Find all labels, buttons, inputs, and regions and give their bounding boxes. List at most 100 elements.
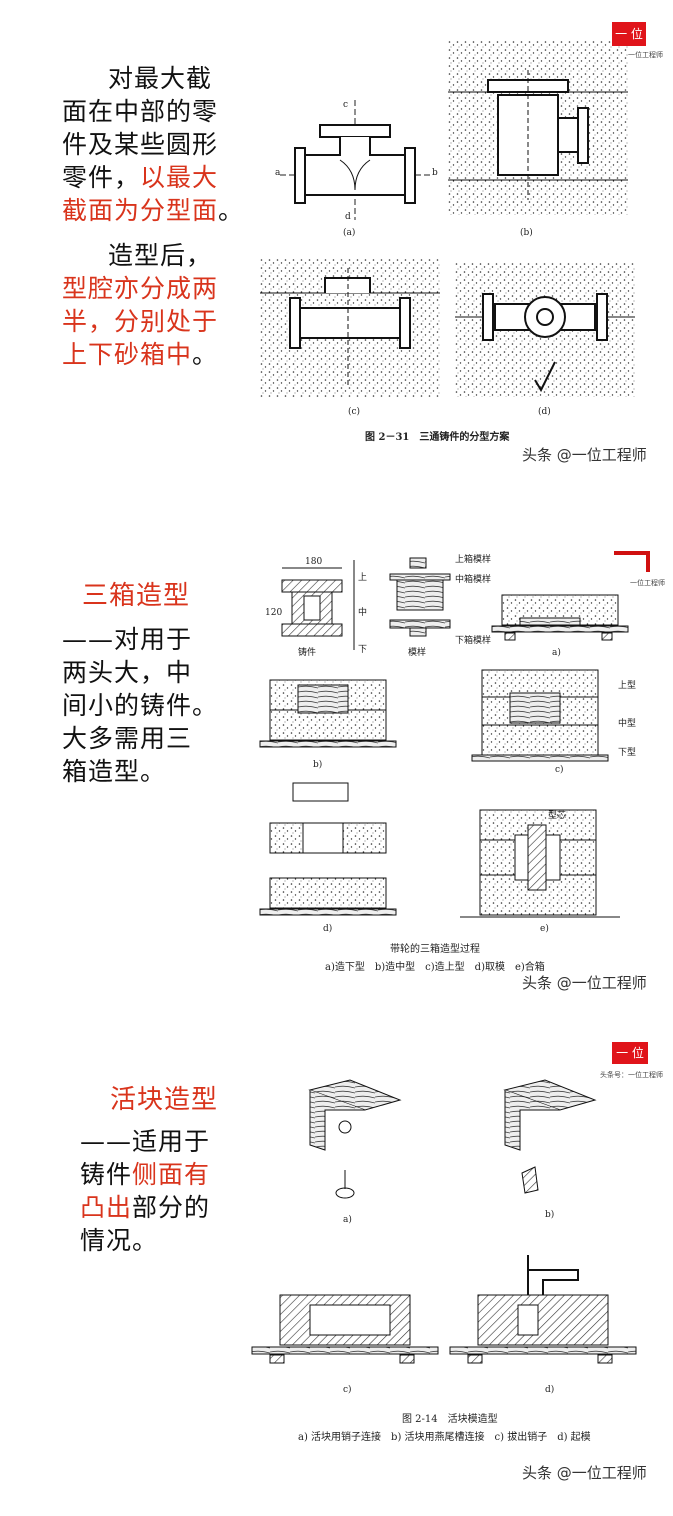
text-line: 凸出部分的 — [80, 1191, 210, 1224]
text-line: 对最大截 — [62, 62, 244, 95]
fig-label-d: (d) — [538, 407, 551, 417]
logo-text: 一 位 — [616, 1046, 644, 1060]
highlight-text: 凸出 — [80, 1193, 133, 1222]
highlight-text: 型腔亦分成两 — [62, 274, 219, 303]
pattern-diagram — [389, 557, 451, 637]
slide-parting-surface: 对最大截面在中部的零件及某些圆形零件，以最大截面为分型面。造型后，型腔亦分成两半… — [0, 0, 673, 480]
logo-subtitle: 一位工程师 — [630, 579, 665, 587]
text-line: 情况。 — [80, 1224, 210, 1257]
text-line: ——对用于 — [62, 625, 193, 654]
highlight-text: 以最大 — [140, 163, 219, 192]
mold-step-d — [259, 782, 397, 916]
mold-diagram-c — [260, 258, 440, 398]
text-line: ——适用于 — [80, 1125, 210, 1158]
level-middle: 中 — [358, 608, 368, 618]
text-line: 半，分别处于 — [62, 305, 244, 338]
loose-piece-dovetail-diagram-b — [503, 1079, 597, 1194]
fig-label-b: b) — [545, 1210, 555, 1220]
step-label-d: d) — [323, 924, 333, 934]
figure-caption: 图 2-14 活块模造型 — [402, 1414, 498, 1425]
text-line: 铸件侧面有 — [80, 1158, 210, 1191]
fig-label-d: d) — [545, 1385, 555, 1395]
slide-loose-piece-molding: 活块造型 ——适用于铸件侧面有凸出部分的情况。 a) b) c) d) 图 2-… — [0, 1030, 673, 1516]
axis-label-a: a — [275, 168, 281, 178]
author-credit: 头条 @一位工程师 — [522, 1464, 647, 1482]
text-line: 上下砂箱中。 — [62, 338, 244, 371]
highlight-text: 侧面有 — [132, 1160, 211, 1189]
step-label-e: e) — [540, 924, 549, 934]
middle-pattern-label: 中箱模样 — [455, 575, 492, 585]
text-span: ——适用于 — [80, 1127, 211, 1156]
figure-subcaption: a) 活块用销子连接 b) 活块用燕尾槽连接 c) 拔出销子 d) 起模 — [298, 1432, 591, 1443]
text-line: 零件，以最大 — [62, 161, 244, 194]
corner-mark — [614, 551, 650, 572]
slide-three-box-molding: 三箱造型 ——对用于两头大，中间小的铸件。大多需用三箱造型。 180 120 上… — [0, 520, 673, 1000]
logo-text: 一 位 — [615, 27, 643, 41]
mold-diagram-b — [448, 40, 628, 215]
text-span: 。 — [218, 196, 245, 225]
logo-subtitle: 头条号：一位工程师 — [600, 1071, 663, 1079]
figure-subcaption: a)造下型 b)造中型 c)造上型 d)取模 e)合箱 — [325, 962, 545, 973]
step-label-a: a) — [552, 648, 561, 658]
mold-step-a — [491, 594, 629, 641]
axis-label-c: c — [343, 100, 349, 110]
text-span: 铸件 — [80, 1160, 133, 1189]
axis-label-d: d — [345, 212, 351, 222]
fig-label-c: (c) — [348, 407, 361, 417]
axis-label-b: b — [432, 168, 438, 178]
step-label-c: c) — [555, 765, 564, 775]
text-span: 造型后， — [108, 241, 213, 270]
fig-label-c: c) — [343, 1385, 352, 1395]
text-line: 间小的铸件。 — [62, 691, 219, 720]
text-line: 面在中部的零 — [62, 95, 244, 128]
draw-pattern-diagram-d — [449, 1255, 637, 1364]
text-span: 件及某些圆形 — [62, 130, 219, 159]
tee-casting-diagram-a — [280, 100, 430, 220]
logo-subtitle: 一位工程师 — [628, 51, 663, 59]
upper-mold-label: 上型 — [618, 681, 637, 691]
text-span: 零件， — [62, 163, 141, 192]
casting-label: 铸件 — [298, 648, 317, 658]
loose-piece-pin-diagram-a — [308, 1079, 402, 1199]
fig-label-b: (b) — [520, 228, 533, 238]
figure-caption: 带轮的三箱造型过程 — [390, 944, 480, 955]
lower-mold-label: 下型 — [618, 748, 637, 758]
fig-label-a: a) — [343, 1215, 352, 1225]
core-label: 型芯 — [548, 811, 567, 821]
casting-section-diagram — [281, 560, 355, 650]
pattern-label: 模样 — [408, 648, 427, 658]
mold-step-c — [471, 669, 609, 762]
text-line: 两头大，中 — [62, 658, 193, 687]
middle-mold-label: 中型 — [618, 719, 637, 729]
text-span: 部分的 — [132, 1193, 211, 1222]
fig-label-a: (a) — [343, 228, 356, 238]
text-span: 面在中部的零 — [62, 97, 219, 126]
text-line: 型腔亦分成两 — [62, 272, 244, 305]
highlight-text: 截面为分型面 — [62, 196, 219, 225]
figure-caption: 图 2－31 三通铸件的分型方案 — [365, 432, 510, 443]
author-credit: 头条 @一位工程师 — [522, 974, 647, 992]
dim-width: 180 — [305, 557, 323, 567]
mold-step-e — [460, 809, 620, 918]
dim-height: 120 — [265, 608, 283, 618]
slide2-text: ——对用于两头大，中间小的铸件。大多需用三箱造型。 — [62, 623, 218, 788]
remove-pin-diagram-c — [251, 1294, 439, 1364]
text-line: 箱造型。 — [62, 757, 167, 786]
author-credit: 头条 @一位工程师 — [522, 446, 647, 464]
slide3-title: 活块造型 — [110, 1085, 219, 1115]
text-line: 截面为分型面。 — [62, 194, 244, 227]
logo: 一 位 — [612, 1042, 648, 1064]
text-line: 件及某些圆形 — [62, 128, 244, 161]
slide3-text: ——适用于铸件侧面有凸出部分的情况。 — [80, 1125, 210, 1257]
text-line: 造型后， — [62, 239, 244, 272]
level-upper: 上 — [358, 573, 368, 583]
logo: 一 位 — [612, 22, 646, 46]
mold-step-b — [259, 679, 397, 748]
lower-pattern-label: 下箱模样 — [455, 636, 492, 646]
step-label-b: b) — [313, 760, 323, 770]
slide2-title: 三箱造型 — [82, 581, 191, 611]
level-lower: 下 — [358, 645, 368, 655]
highlight-text: 上下砂箱中 — [62, 340, 193, 369]
text-span: 情况。 — [80, 1226, 159, 1255]
text-span: 对最大截 — [108, 64, 213, 93]
